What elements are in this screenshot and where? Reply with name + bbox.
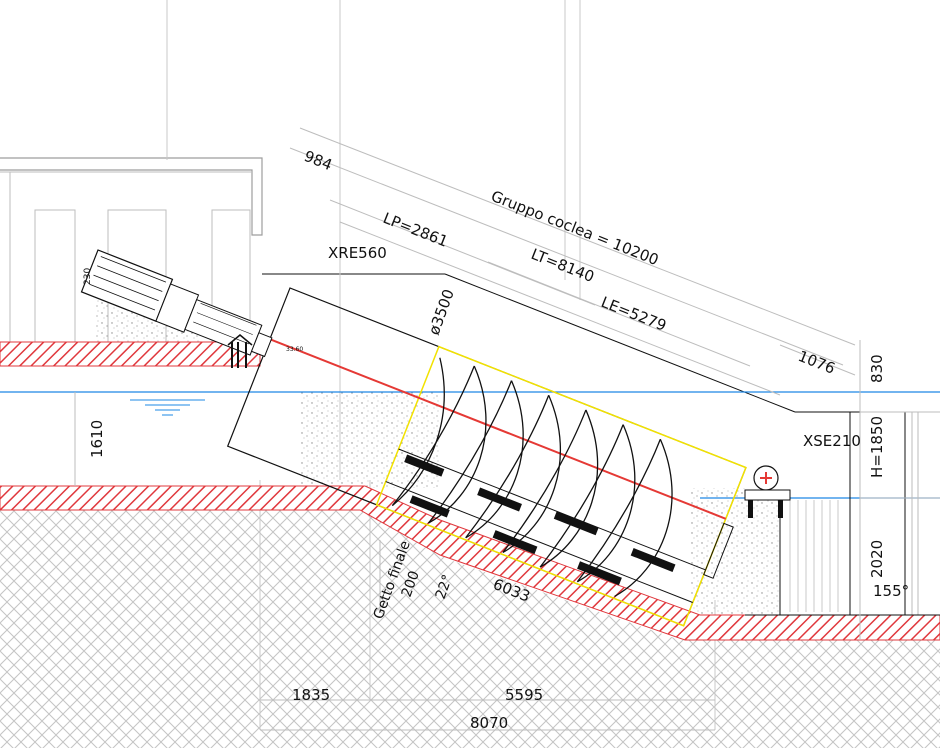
- label-diameter: ø3500: [425, 287, 458, 338]
- label-le: LE=5279: [599, 293, 669, 335]
- ground-soil: [0, 510, 940, 748]
- lower-support-bearing: [744, 465, 791, 518]
- label-level-mark: 33.60: [286, 346, 303, 353]
- channel-concrete: [0, 485, 940, 641]
- screw-flights: [391, 357, 673, 597]
- gravel-fill-right: [690, 488, 780, 615]
- label-bottom-left: 1835: [292, 686, 330, 704]
- dimension-lines: [74, 127, 940, 731]
- label-water-depth: 1610: [88, 420, 106, 458]
- gravel-fill-left: [300, 392, 440, 488]
- label-right-top: 830: [868, 354, 886, 383]
- upper-slab: [0, 341, 261, 367]
- label-motor-model: XRE560: [328, 244, 387, 262]
- label-support-model: XSE210: [803, 432, 861, 450]
- motor-drive: [80, 249, 273, 358]
- label-motor-height: 230: [83, 268, 93, 285]
- label-angle: 22°: [433, 573, 457, 602]
- label-end-offset: 1076: [796, 347, 838, 378]
- screw-blades: [404, 454, 676, 586]
- screw-pump: [226, 287, 747, 627]
- right-grate: [789, 500, 839, 612]
- motor-support-legs: [227, 334, 253, 368]
- label-bottom-total: 8070: [470, 714, 508, 732]
- label-lt: LT=8140: [529, 245, 597, 286]
- right-structure: [745, 412, 940, 616]
- label-lp: LP=2861: [381, 209, 451, 251]
- screw-axis: [269, 338, 727, 520]
- label-right-bottom: 2020: [868, 540, 886, 578]
- label-bottom-right: 5595: [505, 686, 543, 704]
- label-group-length: Gruppo coclea = 10200: [489, 187, 662, 269]
- label-top-offset: 984: [302, 147, 335, 174]
- label-right-h: H=1850: [868, 416, 886, 478]
- label-right-angle: 155°: [873, 582, 909, 600]
